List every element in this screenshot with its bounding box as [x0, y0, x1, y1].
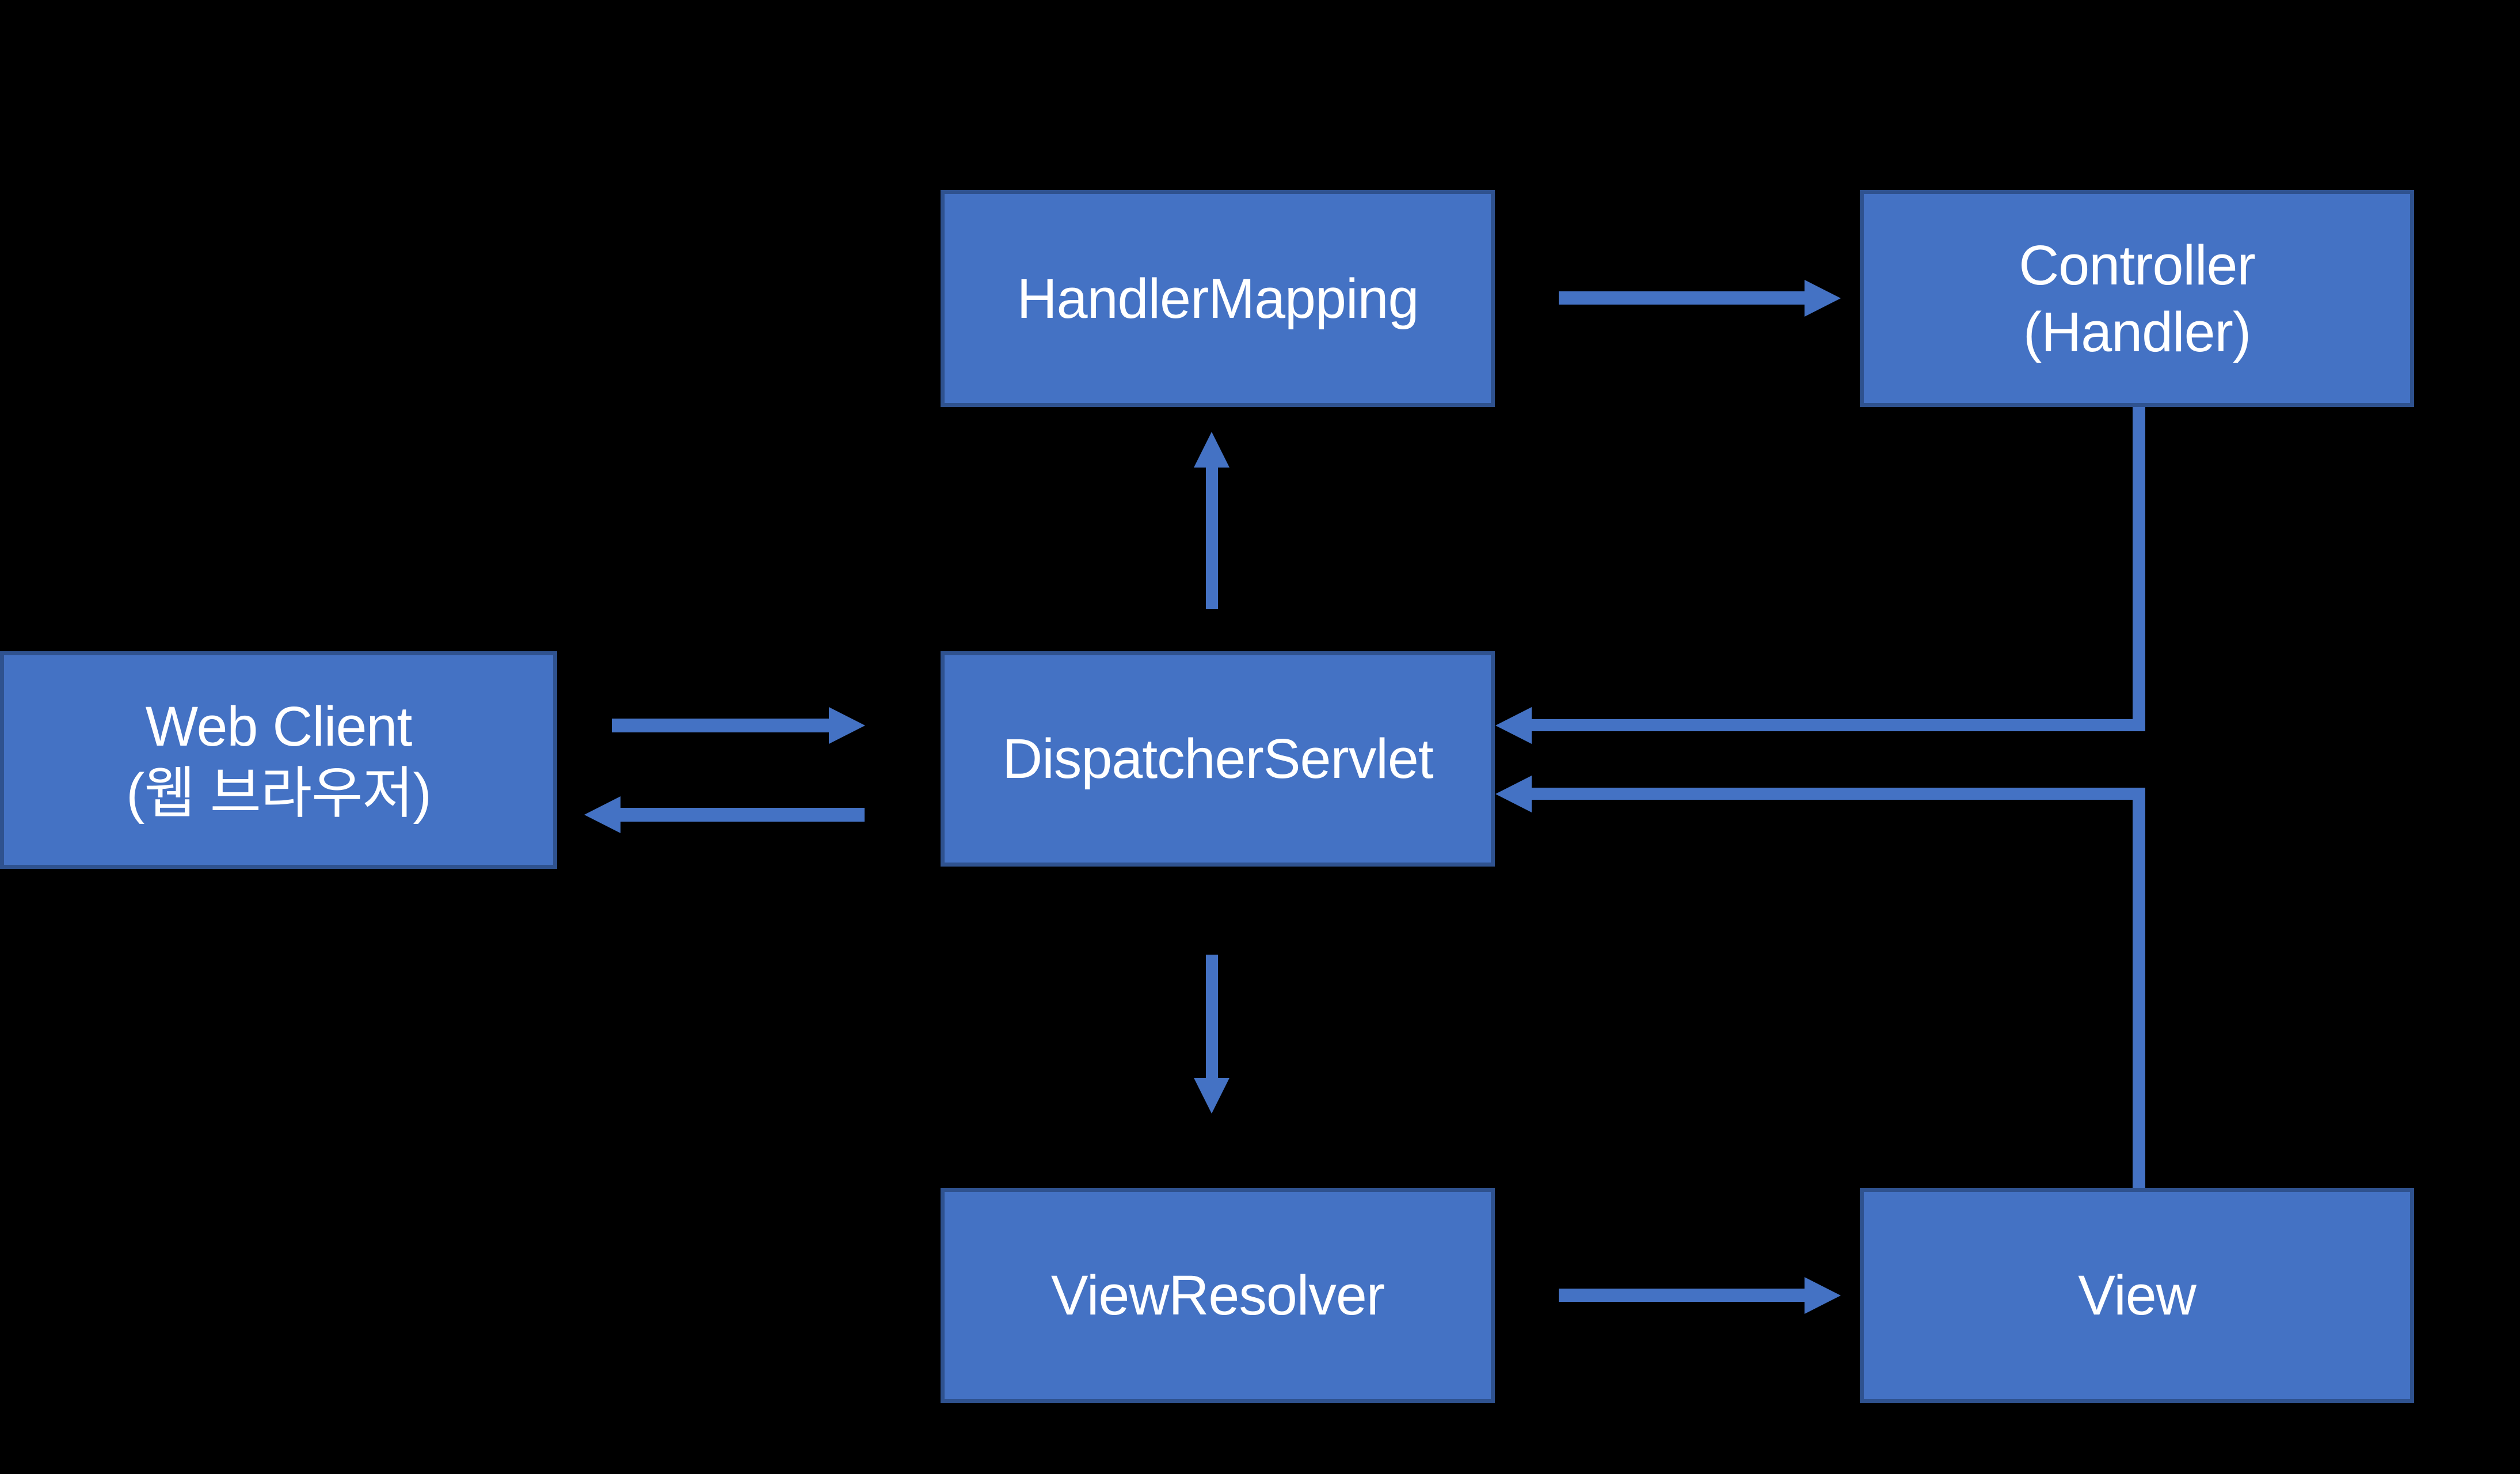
arrow-dispatcher-to-webclient-shaft — [620, 808, 865, 822]
arrow-viewresolver-to-view-head — [1805, 1277, 1841, 1314]
arrow-handlermapping-to-controller-head — [1805, 280, 1841, 317]
arrow-dispatcher-to-handlermapping-shaft — [1206, 468, 1218, 609]
node-handler-mapping: HandlerMapping — [941, 190, 1495, 407]
arrow-viewresolver-to-view-shaft — [1559, 1289, 1805, 1302]
arrow-dispatcher-to-viewresolver-head — [1194, 1078, 1229, 1114]
node-web-client: Web Client (웹 브라우저) — [0, 651, 557, 869]
arrow-view-to-dispatcher-head — [1495, 776, 1532, 812]
arrow-webclient-to-dispatcher-shaft — [612, 719, 829, 732]
arrow-dispatcher-to-viewresolver-shaft — [1206, 955, 1218, 1078]
arrow-view-to-dispatcher-hline — [1531, 788, 2145, 800]
web-client-label-line1: Web Client — [145, 695, 413, 758]
node-view: View — [1860, 1188, 2414, 1403]
controller-label-line1: Controller — [2019, 233, 2255, 297]
dispatcher-servlet-label: DispatcherServlet — [1002, 727, 1434, 790]
arrow-view-to-dispatcher-vline — [2133, 788, 2145, 1188]
arrow-webclient-to-dispatcher-head — [829, 707, 865, 744]
arrow-controller-to-dispatcher-vline — [2133, 407, 2145, 731]
arrow-controller-to-dispatcher-head — [1495, 707, 1532, 744]
arrow-dispatcher-to-webclient-head — [584, 796, 621, 833]
arrow-handlermapping-to-controller-shaft — [1559, 291, 1805, 305]
arrow-dispatcher-to-handlermapping-head — [1194, 432, 1229, 468]
node-dispatcher-servlet: DispatcherServlet — [941, 651, 1495, 867]
handler-mapping-label: HandlerMapping — [1017, 267, 1419, 330]
view-label: View — [2078, 1264, 2196, 1327]
arrow-controller-to-dispatcher-hline — [1531, 719, 2145, 731]
controller-label-line2: (Handler) — [2023, 300, 2251, 363]
view-resolver-label: ViewResolver — [1050, 1264, 1385, 1327]
web-client-label-line2: (웹 브라우저) — [126, 762, 432, 825]
node-controller: Controller (Handler) — [1860, 190, 2414, 407]
node-view-resolver: ViewResolver — [941, 1188, 1495, 1403]
